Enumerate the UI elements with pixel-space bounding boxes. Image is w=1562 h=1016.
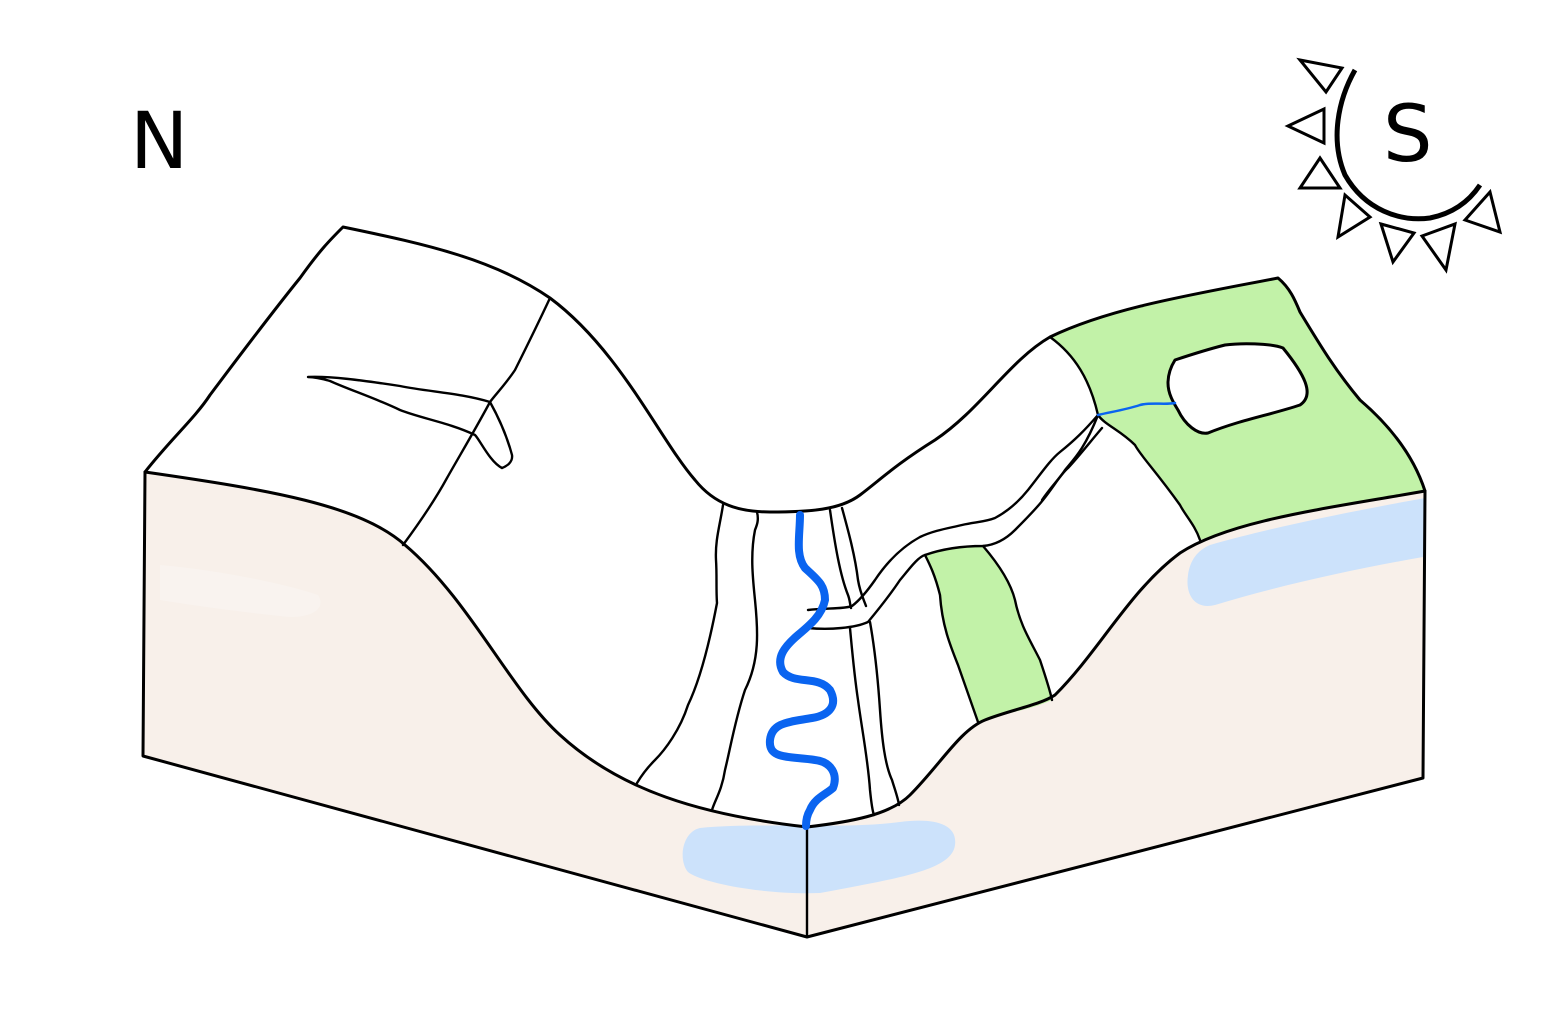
valley-terrace-line-5	[848, 626, 876, 817]
road-upper-edge	[806, 413, 1100, 612]
groundwater-center	[682, 820, 956, 894]
sun-ray-1	[1296, 57, 1345, 95]
meadow-lower-right	[925, 546, 1052, 722]
left-slope-gully	[306, 375, 514, 470]
sun-ray-3	[1297, 155, 1343, 190]
south-label: S	[1383, 90, 1433, 180]
north-label: N	[130, 97, 188, 187]
sun-ray-4	[1335, 192, 1373, 241]
groundwater-left-faint	[160, 565, 321, 617]
valley-terrace-line-4	[840, 506, 868, 608]
right-face-top-edge	[805, 489, 1427, 829]
valley-terrace-line-6	[868, 620, 901, 807]
right-slope-lower-lines	[923, 544, 1054, 724]
track-line-a	[1040, 413, 1100, 502]
sun-icon	[1284, 57, 1503, 274]
sun-ray-5	[1378, 221, 1417, 266]
valley-terrace-line-1	[635, 503, 725, 785]
right-slope-ridge-line	[1048, 335, 1202, 542]
sun-ray-7	[1462, 188, 1503, 235]
valley-terrace-line-3	[828, 508, 853, 610]
sun-arc	[1334, 68, 1483, 222]
left-slope-ridge-line	[401, 296, 552, 547]
meadow-upper-right	[1050, 278, 1425, 540]
clearing-outline	[1166, 342, 1309, 435]
groundwater-right	[1187, 498, 1425, 606]
left-face-top-edge	[143, 470, 809, 829]
small-stream	[1096, 401, 1177, 417]
right-block-face	[807, 491, 1425, 937]
terrain-top-outline	[143, 225, 1427, 514]
sun-ray-2	[1284, 106, 1326, 146]
left-block-face	[143, 472, 807, 937]
sun-ray-6	[1419, 221, 1457, 274]
river	[765, 511, 839, 830]
valley-terrace-line-2	[710, 510, 760, 812]
